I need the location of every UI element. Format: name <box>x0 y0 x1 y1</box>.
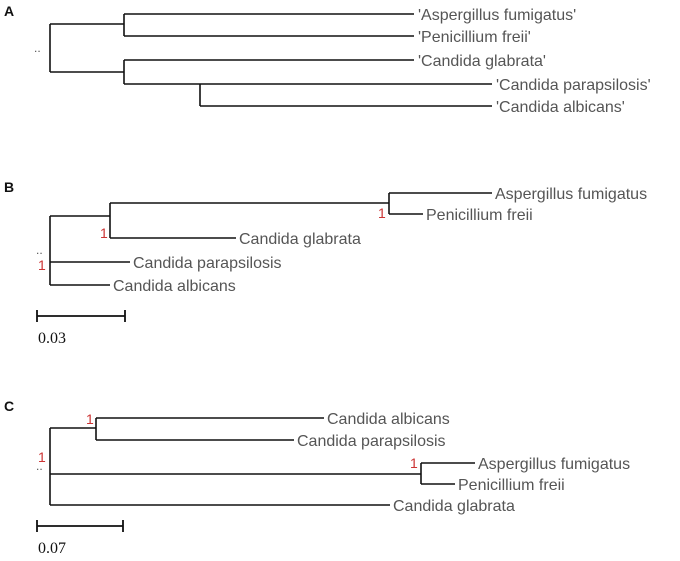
panel-c-support-value: 1 <box>410 455 418 471</box>
panel-b-leaf-label: Penicillium freii <box>426 207 533 224</box>
panel-b-support-value: 1 <box>378 205 386 221</box>
panel-c-leaf-label: Candida albicans <box>327 411 450 428</box>
panel-c-root-support-value: 1 <box>38 449 46 465</box>
panel-c-leaf-label: Candida parapsilosis <box>297 433 446 450</box>
panel-b-leaf-label: Aspergillus fumigatus <box>495 186 647 203</box>
panel-a-leaf-label: 'Penicillium freii' <box>418 29 531 46</box>
panel-a-leaf-label: 'Aspergillus fumigatus' <box>418 7 576 24</box>
panel-c: C 1 .. 1 1 Candida albicans Candida para… <box>4 398 630 557</box>
panel-b-support-value: 1 <box>100 225 108 241</box>
panel-b: B .. 1 1 1 Aspergillus fumigatus Penicil… <box>4 179 647 347</box>
panel-b-letter: B <box>4 179 14 195</box>
panel-c-scale-bar: 0.07 <box>36 520 124 557</box>
panel-b-leaf-label: Candida glabrata <box>239 231 361 248</box>
panel-b-scale-value: 0.03 <box>38 330 66 347</box>
panel-b-leaf-label: Candida albicans <box>113 278 236 295</box>
panel-a-branches <box>49 13 492 107</box>
panel-b-leaf-label: Candida parapsilosis <box>133 255 282 272</box>
panel-b-branches <box>49 192 492 286</box>
panel-a: A .. 'Aspergillus fumigatus' 'Penicilliu… <box>4 3 651 116</box>
panel-a-letter: A <box>4 3 14 19</box>
panel-c-leaf-label: Candida glabrata <box>393 498 515 515</box>
panel-a-leaf-label: 'Candida glabrata' <box>418 53 546 70</box>
panel-a-root-marker: .. <box>34 41 41 55</box>
panel-a-leaf-label: 'Candida parapsilosis' <box>496 77 651 94</box>
panel-c-branches <box>49 417 475 506</box>
panel-c-leaf-label: Aspergillus fumigatus <box>478 456 630 473</box>
panel-b-scale-bar: 0.03 <box>36 310 126 347</box>
panel-b-root-support-value: 1 <box>38 257 46 273</box>
panel-c-letter: C <box>4 398 14 414</box>
panel-c-scale-value: 0.07 <box>38 540 66 557</box>
panel-c-leaf-label: Penicillium freii <box>458 477 565 494</box>
panel-c-root-marker: .. <box>36 459 43 473</box>
panel-a-leaf-label: 'Candida albicans' <box>496 99 625 116</box>
panel-b-root-marker: .. <box>36 243 43 257</box>
panel-c-support-value: 1 <box>86 411 94 427</box>
